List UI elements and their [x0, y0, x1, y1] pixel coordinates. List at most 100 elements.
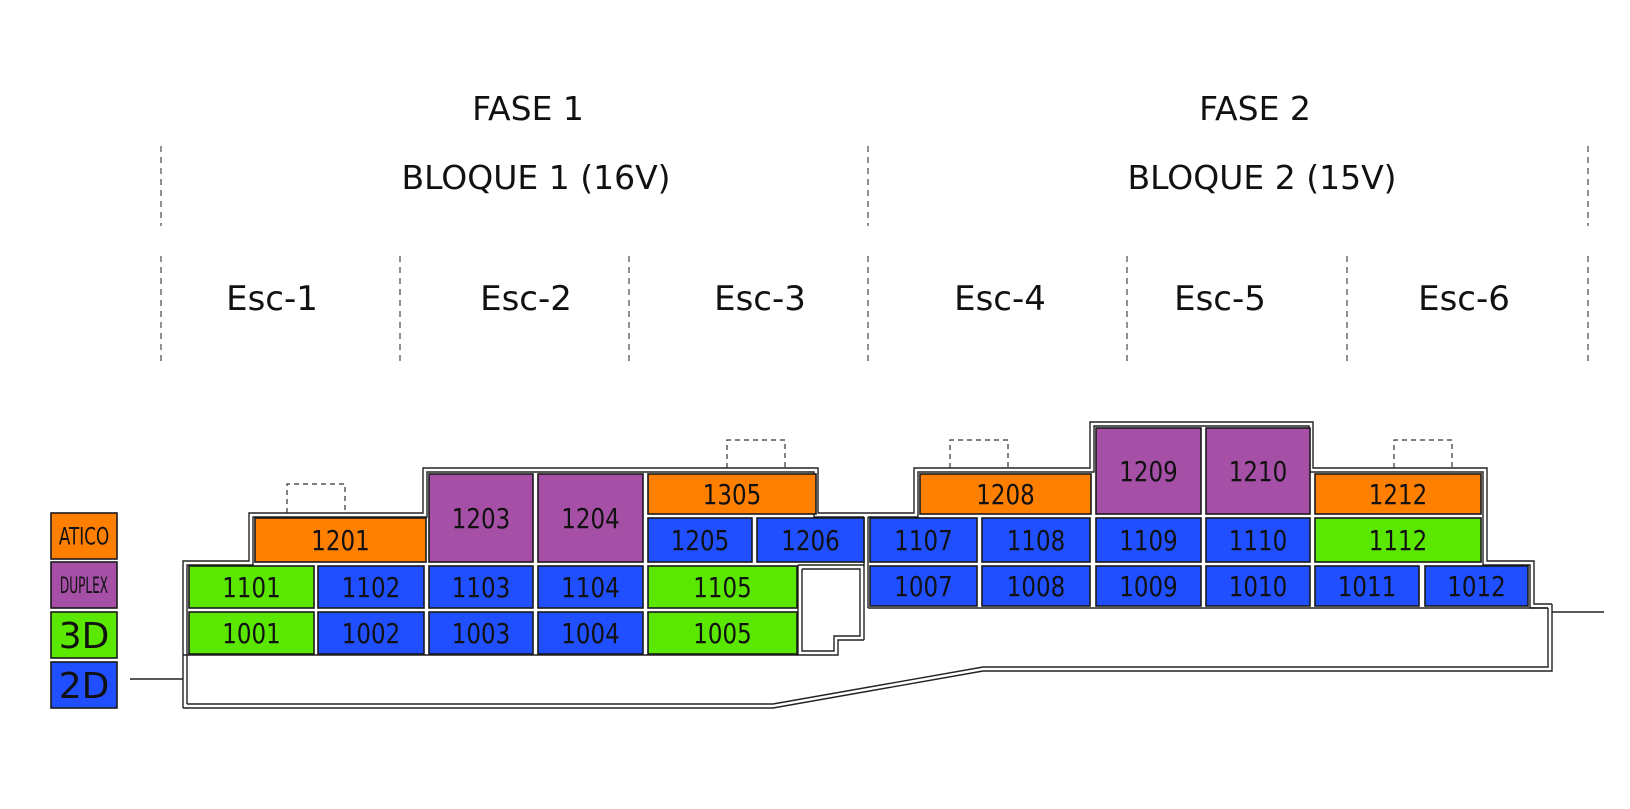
dividers — [160, 146, 1589, 362]
unit-1104[interactable]: 1104 — [537, 565, 644, 609]
unit-label: 1009 — [1119, 571, 1177, 604]
roof-stair-boxes — [286, 439, 1453, 513]
unit-label: 1101 — [222, 572, 280, 605]
roof-box — [286, 483, 346, 513]
unit-1003[interactable]: 1003 — [428, 611, 534, 655]
unit-1206[interactable]: 1206 — [756, 517, 865, 563]
legend-item-3d: 3D — [50, 611, 118, 659]
unit-1010[interactable]: 1010 — [1205, 565, 1311, 607]
unit-label: 1203 — [452, 503, 510, 536]
unit-box — [537, 473, 644, 563]
unit-box — [647, 473, 817, 515]
unit-box — [428, 565, 534, 609]
unit-label: 1208 — [976, 479, 1034, 512]
unit-box — [647, 565, 798, 609]
unit-label: 1205 — [671, 525, 729, 558]
unit-label: 1204 — [561, 503, 619, 536]
unit-label: 1011 — [1338, 571, 1396, 604]
unit-label: 1107 — [894, 525, 952, 558]
esc-1-label: Esc-1 — [226, 279, 318, 319]
unit-label: 1210 — [1229, 456, 1287, 489]
unit-1011[interactable]: 1011 — [1314, 565, 1420, 607]
unit-1109[interactable]: 1109 — [1095, 517, 1202, 563]
legend-label: ATICO — [59, 523, 109, 551]
unit-box — [1205, 427, 1311, 515]
esc-3-label: Esc-3 — [714, 279, 806, 319]
unit-1002[interactable]: 1002 — [317, 611, 425, 655]
bloque-1-label: BLOQUE 1 (16V) — [401, 158, 670, 197]
unit-1001[interactable]: 1001 — [188, 611, 315, 655]
unit-label: 1206 — [781, 525, 839, 558]
unit-box — [1205, 565, 1311, 607]
esc-5-label: Esc-5 — [1174, 279, 1266, 319]
unit-1201[interactable]: 1201 — [254, 517, 427, 563]
unit-box — [1314, 517, 1482, 563]
unit-box — [254, 517, 427, 563]
unit-1110[interactable]: 1110 — [1205, 517, 1311, 563]
unit-box — [428, 611, 534, 655]
unit-1212[interactable]: 1212 — [1314, 473, 1482, 515]
unit-box — [647, 611, 798, 655]
unit-1205[interactable]: 1205 — [647, 517, 753, 563]
unit-1009[interactable]: 1009 — [1095, 565, 1202, 607]
unit-label: 1001 — [222, 618, 280, 651]
unit-label: 1108 — [1007, 525, 1065, 558]
unit-1007[interactable]: 1007 — [869, 565, 978, 607]
unit-1008[interactable]: 1008 — [981, 565, 1091, 607]
unit-box — [647, 517, 753, 563]
unit-1112[interactable]: 1112 — [1314, 517, 1482, 563]
unit-box — [1424, 565, 1529, 607]
unit-label: 1012 — [1447, 571, 1505, 604]
unit-1103[interactable]: 1103 — [428, 565, 534, 609]
unit-label: 1010 — [1229, 571, 1287, 604]
legend-swatch — [50, 661, 118, 709]
unit-box — [537, 611, 644, 655]
roof-box — [949, 439, 1009, 468]
unit-1203[interactable]: 1203 — [428, 473, 534, 563]
unit-label: 1212 — [1369, 479, 1427, 512]
unit-box — [869, 565, 978, 607]
unit-1101[interactable]: 1101 — [188, 565, 315, 609]
unit-box — [428, 473, 534, 563]
unit-box — [1314, 473, 1482, 515]
unit-1005[interactable]: 1005 — [647, 611, 798, 655]
unit-box — [756, 517, 865, 563]
unit-1108[interactable]: 1108 — [981, 517, 1091, 563]
unit-box — [1095, 565, 1202, 607]
unit-label: 1209 — [1119, 456, 1177, 489]
legend-label: DUPLEX — [60, 574, 108, 599]
unit-box — [188, 565, 315, 609]
unit-label: 1003 — [452, 618, 510, 651]
unit-label: 1305 — [703, 479, 761, 512]
unit-label: 1102 — [342, 572, 400, 605]
unit-1107[interactable]: 1107 — [869, 517, 978, 563]
unit-1208[interactable]: 1208 — [919, 473, 1092, 515]
unit-1102[interactable]: 1102 — [317, 565, 425, 609]
esc-4-label: Esc-4 — [954, 279, 1046, 319]
legend-label: 2D — [59, 666, 110, 707]
unit-1305[interactable]: 1305 — [647, 473, 817, 515]
unit-1012[interactable]: 1012 — [1424, 565, 1529, 607]
unit-box — [188, 611, 315, 655]
unit-box — [981, 565, 1091, 607]
unit-box — [919, 473, 1092, 515]
unit-box — [981, 517, 1091, 563]
unit-1209[interactable]: 1209 — [1095, 427, 1202, 515]
unit-box — [317, 565, 425, 609]
unit-1204[interactable]: 1204 — [537, 473, 644, 563]
unit-label: 1008 — [1007, 571, 1065, 604]
legend-swatch — [50, 512, 118, 560]
unit-1004[interactable]: 1004 — [537, 611, 644, 655]
unit-label: 1109 — [1119, 525, 1177, 558]
esc-2-label: Esc-2 — [480, 279, 572, 319]
unit-box — [869, 517, 978, 563]
legend: ATICO DUPLEX 3D 2D — [50, 512, 118, 709]
unit-1210[interactable]: 1210 — [1205, 427, 1311, 515]
esc-6-label: Esc-6 — [1418, 279, 1510, 319]
legend-item-atico: ATICO — [50, 512, 118, 560]
unit-box — [317, 611, 425, 655]
unit-1105[interactable]: 1105 — [647, 565, 798, 609]
phase-2-label: FASE 2 — [1199, 89, 1311, 128]
